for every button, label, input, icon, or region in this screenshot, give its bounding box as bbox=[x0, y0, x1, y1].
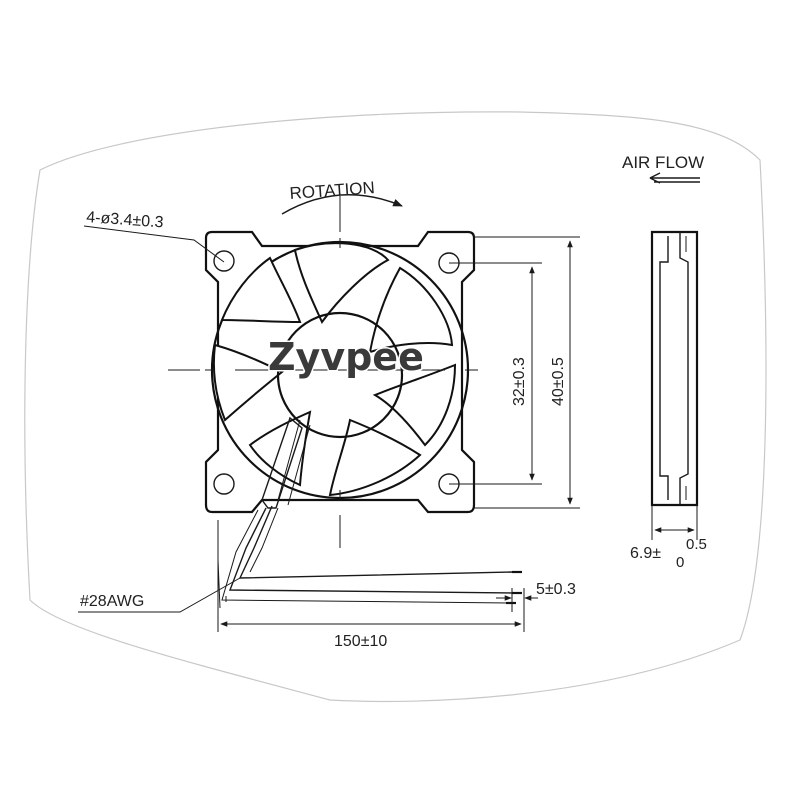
hole-callout: 4-ø3.4±0.3 bbox=[83, 209, 225, 263]
rotation-arrow bbox=[281, 194, 403, 215]
wire-red-inner bbox=[249, 507, 279, 573]
cable-length-dimension: 150±10 bbox=[217, 520, 522, 650]
mounting-hole-top-left bbox=[213, 250, 235, 272]
cable-length-label: 150±10 bbox=[334, 633, 387, 650]
thickness-tolerance-lower: 0 bbox=[676, 554, 684, 571]
fan-frame bbox=[204, 230, 476, 514]
side-frame bbox=[650, 230, 699, 507]
fan-blade bbox=[368, 266, 454, 354]
wire-gauge-label: #28AWG bbox=[80, 593, 144, 610]
mounting-hole-bottom-left bbox=[213, 473, 235, 495]
hole-leader bbox=[83, 225, 225, 263]
lead-wires bbox=[217, 505, 522, 609]
rotation-indicator: ROTATION bbox=[281, 178, 403, 215]
thickness-label: 6.9± bbox=[630, 545, 661, 562]
wire-strip-label: 5±0.3 bbox=[536, 581, 576, 598]
fan-hub bbox=[276, 311, 404, 439]
fan-blade bbox=[328, 418, 422, 497]
fan-front-view bbox=[168, 196, 478, 548]
air-flow-indicator: AIR FLOW bbox=[622, 153, 704, 184]
frame-size-dimension: 40±0.5 bbox=[474, 236, 580, 509]
wire-black bbox=[228, 507, 515, 594]
wire-strip-dimension: 5±0.3 bbox=[496, 581, 576, 632]
air-flow-label: AIR FLOW bbox=[622, 153, 704, 172]
fan-blade bbox=[212, 343, 284, 422]
frame-size-label: 40±0.5 bbox=[550, 357, 567, 406]
fan-blade bbox=[220, 256, 302, 324]
wire-arm-inner bbox=[277, 419, 311, 506]
watermark: Zyvpee bbox=[268, 335, 424, 379]
hole-spacing-label: 32±0.3 bbox=[511, 357, 528, 406]
thickness-tolerance-upper: 0.5 bbox=[686, 536, 707, 553]
wire-gauge-callout: #28AWG bbox=[78, 577, 241, 613]
background-sketch-outline bbox=[24, 111, 767, 703]
fan-blade bbox=[293, 242, 390, 324]
hole-spec-label: 4-ø3.4±0.3 bbox=[86, 209, 164, 231]
wire-red bbox=[238, 505, 515, 579]
fan-blade bbox=[372, 363, 457, 447]
air-flow-arrow bbox=[649, 172, 700, 184]
hole-spacing-dimension: 32±0.3 bbox=[449, 262, 542, 485]
wire-arm bbox=[261, 416, 303, 509]
wire-sheath-end bbox=[217, 559, 227, 609]
wire-black-inner bbox=[221, 509, 511, 604]
fan-side-view: 6.9± 0.5 0 bbox=[630, 230, 707, 571]
rotation-label: ROTATION bbox=[289, 178, 375, 203]
wire-gauge-leader bbox=[78, 577, 241, 613]
